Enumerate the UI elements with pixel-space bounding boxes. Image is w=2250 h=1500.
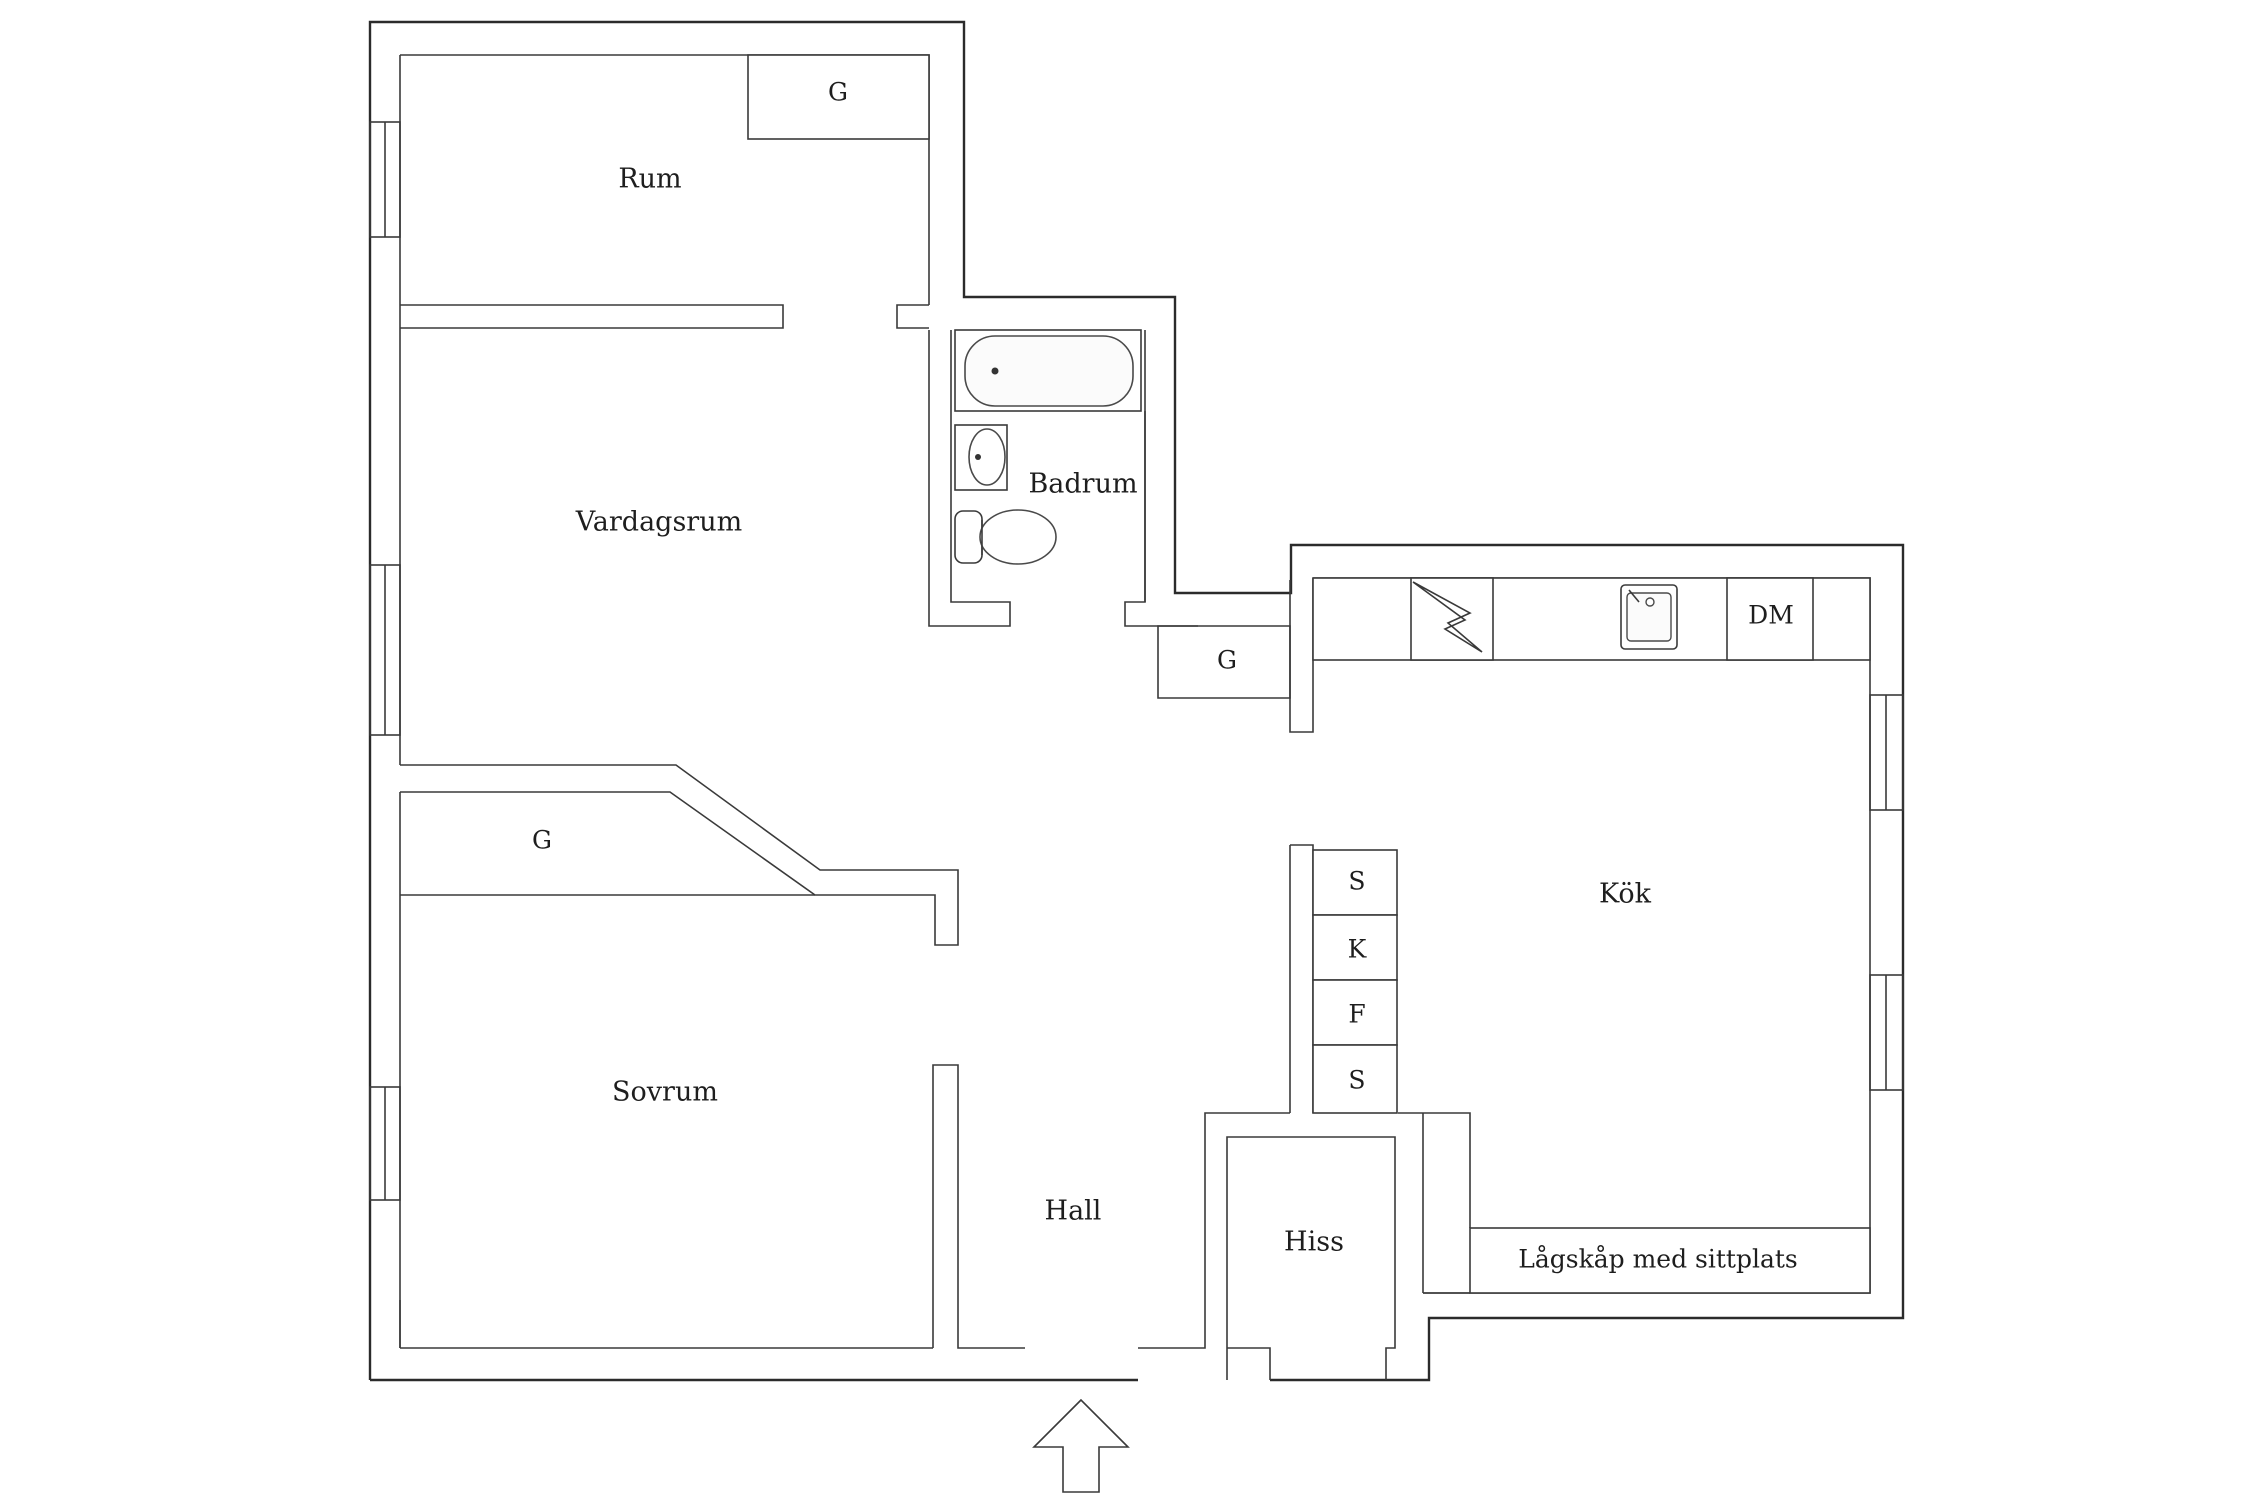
windows-left [369, 121, 401, 1201]
exterior-walls [368, 20, 1905, 1382]
room-label-hiss: Hiss [1284, 1227, 1344, 1258]
wardrobe-label-rum: G [828, 78, 848, 107]
low-cabinet [1423, 1227, 1871, 1294]
wardrobe-hall [1157, 625, 1291, 699]
tall-unit-label: S [1348, 867, 1365, 896]
wardrobe-label-sovrum: G [532, 826, 552, 855]
dishwasher-label: DM [1748, 601, 1794, 630]
wardrobe-rum [747, 54, 930, 140]
tall-unit-label: K [1348, 935, 1368, 964]
room-label-kok: Kök [1599, 879, 1652, 910]
kitchen-counter [1312, 577, 1871, 661]
tall-cabinets [1312, 849, 1398, 1114]
low-cabinet-label: Lågskåp med sittplats [1518, 1245, 1798, 1274]
entrance-arrow-icon [1032, 1398, 1130, 1493]
toilet [954, 509, 1057, 565]
room-label-vardagsrum: Vardagsrum [575, 507, 742, 538]
windows-right [1869, 694, 1904, 1091]
washbasin [954, 424, 1008, 491]
tall-unit-label: F [1348, 1000, 1365, 1029]
interior-walls [399, 304, 1471, 1380]
room-label-rum: Rum [618, 164, 681, 195]
wardrobe-label-hall: G [1217, 646, 1237, 675]
bathtub [954, 329, 1142, 412]
room-label-hall: Hall [1045, 1196, 1102, 1227]
tall-unit-label: S [1348, 1066, 1365, 1095]
room-label-badrum: Badrum [1028, 469, 1137, 500]
room-label-sovrum: Sovrum [612, 1077, 718, 1108]
